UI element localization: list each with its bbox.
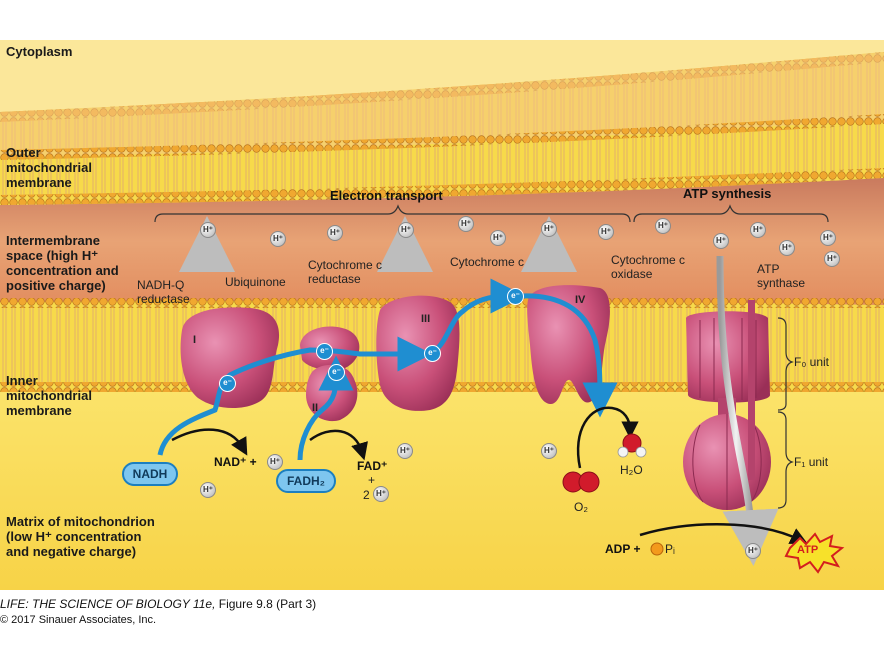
electron: e⁻ xyxy=(328,364,345,381)
o2-molecule xyxy=(562,471,600,493)
figure-number: Figure 9.8 (Part 3) xyxy=(215,597,317,611)
h-ion: H⁺ xyxy=(373,486,389,502)
f0-bracket xyxy=(777,317,794,411)
fad-plus-label: FAD⁺ xyxy=(357,459,388,473)
h-ion: H⁺ xyxy=(490,230,506,246)
h-ion: H⁺ xyxy=(398,222,414,238)
f0-unit-label: F₀ unit xyxy=(794,355,829,369)
nad-plus-label: NAD⁺ + xyxy=(214,455,257,469)
h-ion: H⁺ xyxy=(270,231,286,247)
h-ion: H⁺ xyxy=(200,482,216,498)
h-ion: H⁺ xyxy=(267,454,283,470)
pi-label: Pᵢ xyxy=(665,542,675,556)
electron: e⁻ xyxy=(219,375,236,392)
h2o-label: H₂O xyxy=(620,463,643,477)
complex-ii-numeral: II xyxy=(312,402,319,414)
cytochrome-c-reductase-label: Cytochrome c reductase xyxy=(308,258,383,286)
o2-label: O₂ xyxy=(574,500,588,514)
electron-transport-header: Electron transport xyxy=(330,188,443,203)
outer-membrane-label: Outer mitochondrial membrane xyxy=(6,145,92,190)
intermembrane-label: Intermembrane space (high H⁺ concentrati… xyxy=(6,233,119,293)
phosphate-dot xyxy=(650,542,664,556)
electron-transport-bracket xyxy=(154,204,631,223)
h-ion: H⁺ xyxy=(541,221,557,237)
atp-starburst xyxy=(784,532,845,574)
outer-membrane-mid-heads xyxy=(0,114,884,160)
cytochrome-c-oxidase-label: Cytochrome c oxidase xyxy=(611,253,686,281)
h-ion: H⁺ xyxy=(327,225,343,241)
book-title: LIFE: THE SCIENCE OF BIOLOGY 11e, xyxy=(0,597,216,611)
h-ion: H⁺ xyxy=(458,216,474,232)
h-ion: H⁺ xyxy=(598,224,614,240)
outer-membrane-bottom-heads xyxy=(0,168,884,205)
h-ion: H⁺ xyxy=(779,240,795,256)
h-ion: H⁺ xyxy=(713,233,729,249)
atp-label: ATP xyxy=(797,544,819,556)
h-ion: H⁺ xyxy=(820,230,836,246)
inner-membrane-label: Inner mitochondrial membrane xyxy=(6,373,92,418)
h2o-molecule xyxy=(617,433,647,458)
complex-i-numeral: I xyxy=(193,334,197,346)
h-ion: H⁺ xyxy=(745,543,761,559)
h-ion: H⁺ xyxy=(397,443,413,459)
h-ion: H⁺ xyxy=(655,218,671,234)
atp-synthesis-bracket xyxy=(633,204,829,223)
complex-i xyxy=(180,307,280,409)
figure-caption: LIFE: THE SCIENCE OF BIOLOGY 11e, Figure… xyxy=(0,597,316,611)
h-ion: H⁺ xyxy=(200,222,216,238)
cytochrome-c-label: Cytochrome c xyxy=(450,255,525,269)
f1-bracket xyxy=(777,411,794,509)
nadh-q-reductase-label: NADH-Q reductase xyxy=(137,278,190,306)
atp-synthase-label: ATP synthase xyxy=(757,262,806,290)
two-coefficient: 2 xyxy=(363,488,370,502)
copyright: © 2017 Sinauer Associates, Inc. xyxy=(0,614,157,626)
complex-iii-numeral: III xyxy=(421,313,431,325)
atp-synthase-peripheral-stalk xyxy=(748,300,755,480)
adp-label: ADP + xyxy=(605,542,641,556)
intermembrane-space xyxy=(0,178,884,305)
cytoplasm-region xyxy=(0,40,884,112)
ubiquinone-label: Ubiquinone xyxy=(225,275,286,289)
plus-sign: + xyxy=(368,473,376,487)
h-ion: H⁺ xyxy=(541,443,557,459)
matrix-label: Matrix of mitochondrion (low H⁺ concentr… xyxy=(6,514,155,559)
nadh-pill: NADH xyxy=(122,462,178,486)
h-ion: H⁺ xyxy=(824,251,840,267)
f1-unit-label: F₁ unit xyxy=(794,455,829,469)
cytoplasm-label: Cytoplasm xyxy=(6,44,73,59)
reaction-arrows xyxy=(171,406,808,544)
electron: e⁻ xyxy=(316,343,333,360)
electron: e⁻ xyxy=(507,288,524,305)
atp-synthesis-header: ATP synthesis xyxy=(683,186,772,201)
h-ion: H⁺ xyxy=(750,222,766,238)
complex-iv-numeral: IV xyxy=(575,294,586,306)
fadh2-pill: FADH₂ xyxy=(276,469,336,493)
electron: e⁻ xyxy=(424,345,441,362)
